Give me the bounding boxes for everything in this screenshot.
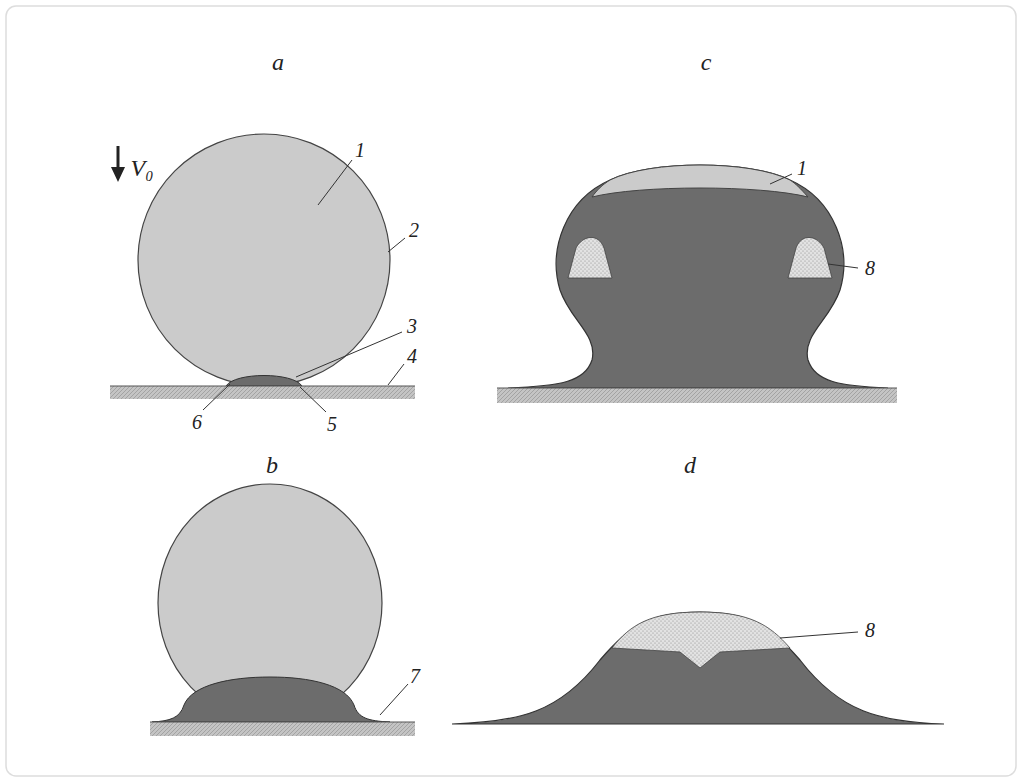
callout-number: 4 bbox=[407, 346, 417, 366]
panel-letter: b bbox=[266, 453, 278, 477]
callout-number: 1 bbox=[355, 140, 365, 160]
callout-number: 1 bbox=[797, 158, 807, 178]
callout-number: 2 bbox=[409, 220, 419, 240]
panel-d bbox=[452, 612, 944, 724]
callout-number: 3 bbox=[407, 316, 417, 336]
callout-number: 6 bbox=[192, 412, 202, 432]
panel-c bbox=[497, 165, 897, 403]
panel-letter: a bbox=[272, 50, 284, 74]
callout-number: 8 bbox=[865, 258, 875, 278]
callout-number: 8 bbox=[865, 620, 875, 640]
callout-number: 5 bbox=[327, 414, 337, 434]
frame bbox=[6, 6, 1016, 776]
panel-a bbox=[110, 134, 415, 412]
panel-b bbox=[150, 484, 415, 736]
panel-letter: d bbox=[684, 453, 696, 477]
callout-number: 7 bbox=[410, 666, 420, 686]
panel-letter: V₀ bbox=[130, 156, 153, 180]
panel-letter: c bbox=[701, 50, 712, 74]
